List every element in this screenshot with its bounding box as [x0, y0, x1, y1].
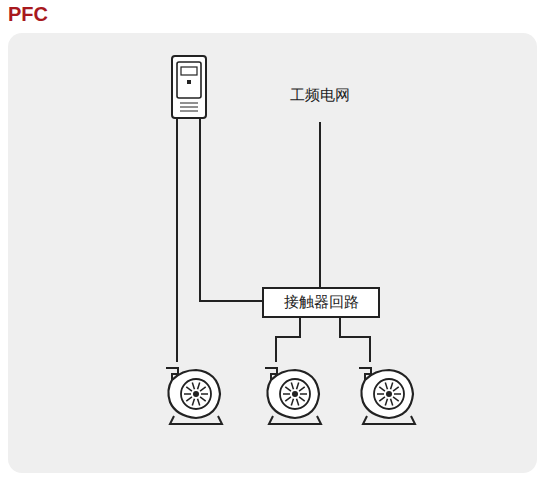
impeller-vane	[391, 399, 393, 406]
impeller-vane	[201, 393, 208, 395]
grid-label: 工频电网	[290, 86, 350, 105]
impeller-vane	[385, 399, 387, 406]
contactor-box: 接触器回路	[262, 287, 380, 318]
impeller-vane	[385, 383, 387, 390]
impeller-vane	[394, 393, 401, 395]
impeller-vane	[377, 393, 384, 395]
impeller-vane	[186, 397, 192, 401]
impeller-vane	[393, 397, 399, 401]
impeller-vane	[299, 387, 305, 391]
impeller-vane	[379, 397, 385, 401]
impeller-vane	[192, 383, 194, 390]
impeller-vane	[200, 397, 206, 401]
impeller-vane	[297, 383, 299, 390]
drive-icon	[172, 56, 206, 118]
impeller-vane	[393, 387, 399, 391]
impeller-vane	[299, 397, 305, 401]
impeller-vane	[300, 393, 307, 395]
impeller-vane	[198, 383, 200, 390]
impeller-vane	[192, 399, 194, 406]
impeller-vane	[186, 387, 192, 391]
impeller-vane	[379, 387, 385, 391]
impeller-vane	[391, 383, 393, 390]
diagram-title: PFC	[8, 3, 48, 26]
impeller-vane	[198, 399, 200, 406]
impeller-vane	[285, 397, 291, 401]
impeller-vane	[200, 387, 206, 391]
impeller-vane	[285, 387, 291, 391]
impeller-vane	[297, 399, 299, 406]
impeller-vane	[283, 393, 290, 395]
impeller-vane	[291, 383, 293, 390]
impeller-vane	[184, 393, 191, 395]
box-text: 接触器回路	[284, 293, 359, 312]
impeller-vane	[291, 399, 293, 406]
